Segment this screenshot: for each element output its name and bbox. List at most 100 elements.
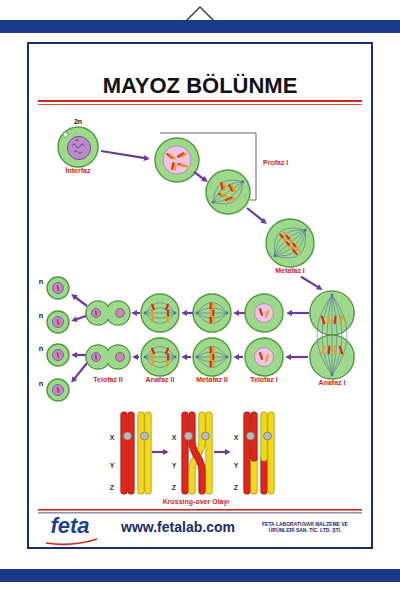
label-holder: X — [172, 434, 177, 442]
cell-part — [87, 346, 109, 368]
chromosome — [260, 353, 262, 359]
label-holder: Y — [172, 462, 177, 470]
chromosome — [151, 355, 153, 360]
stage-arrow — [214, 451, 226, 453]
cell-part — [193, 338, 231, 376]
cell-part — [92, 309, 101, 318]
chromosome — [340, 317, 342, 324]
bottom-bar — [0, 569, 400, 582]
chromatid — [206, 415, 212, 491]
spindle-fiber — [332, 295, 347, 375]
cell-part — [53, 385, 64, 396]
spindle-fiber — [197, 357, 227, 362]
label-holder: feta — [50, 513, 89, 539]
stage-arrow — [290, 356, 308, 358]
chromatid-edge — [243, 415, 250, 491]
cell-part — [174, 356, 177, 359]
cell-part — [107, 346, 129, 368]
cell-part — [245, 338, 283, 376]
stage-label: İnterfaz — [66, 167, 91, 176]
spindle-fiber — [197, 357, 227, 358]
cell-drawing — [141, 294, 179, 332]
chromatid-edge — [267, 415, 274, 491]
chromosome — [152, 349, 154, 354]
chromatin — [72, 144, 84, 148]
centromere — [185, 432, 193, 440]
logo-swoosh — [46, 539, 97, 544]
label-holder: X — [234, 434, 239, 442]
chromosome — [266, 311, 268, 317]
spindle-fiber — [275, 230, 306, 256]
spindle-fiber — [275, 230, 306, 256]
spindle-fiber — [197, 313, 227, 314]
stage-arrow — [238, 312, 245, 314]
spindle-fiber — [213, 180, 242, 202]
cell-part — [47, 277, 69, 299]
cell-part — [193, 294, 231, 332]
chromosome — [212, 311, 214, 316]
chromosome — [210, 355, 212, 360]
chromosome — [221, 194, 227, 196]
chromatin — [74, 151, 82, 154]
label-holder: www.fetalab.com — [121, 519, 235, 536]
label-holder: Y — [234, 462, 239, 470]
cell-part — [116, 309, 125, 318]
spindle-fiber — [332, 295, 342, 375]
chromosome — [322, 347, 324, 354]
cell-part — [245, 294, 283, 332]
stage-label: Metafaz II — [196, 376, 228, 385]
stage-label: Telofaz I — [250, 376, 277, 385]
title-rule — [38, 100, 362, 102]
chromosome — [266, 355, 268, 361]
locus-letter: Y — [234, 462, 239, 470]
cell-drawing — [86, 301, 130, 325]
label-holder: Y — [110, 462, 115, 470]
label-holder: n — [39, 277, 44, 286]
cell-part — [266, 219, 314, 267]
chromatid — [138, 415, 144, 491]
cell-part — [255, 304, 274, 323]
spindle-fiber — [332, 295, 337, 375]
stage-arrow — [76, 354, 86, 356]
chromatin — [75, 140, 79, 142]
centromere — [202, 432, 210, 440]
chromatid — [121, 415, 127, 491]
chromatid — [182, 415, 188, 491]
cell-part — [255, 348, 274, 367]
chromosome — [334, 317, 337, 324]
ploidy-label: n — [39, 379, 44, 388]
cell-stage: Metafaz I — [265, 219, 315, 276]
cell-part — [141, 294, 179, 332]
spindle-fiber — [145, 347, 175, 357]
chromosome — [119, 311, 121, 315]
spindle-fiber — [197, 308, 227, 313]
cell-part — [106, 345, 130, 369]
locus-letter: Y — [172, 462, 177, 470]
locus-letter: Z — [110, 484, 114, 492]
label-holder: Krossing-over Olayı — [163, 498, 230, 506]
chromatid — [128, 415, 134, 491]
chromosome — [210, 318, 212, 323]
cell-part — [47, 379, 69, 401]
cell-part — [107, 302, 129, 324]
spindle-fiber — [145, 352, 175, 357]
centromere — [124, 432, 132, 440]
spindle-fiber — [197, 347, 227, 357]
chromosome — [212, 362, 214, 367]
stage-arrow — [101, 151, 145, 158]
spindle-fiber — [275, 230, 306, 256]
spindle-fiber — [317, 295, 332, 375]
cell-part — [226, 312, 229, 315]
crossing-over-drawing — [124, 415, 272, 491]
footer-rule — [38, 509, 362, 511]
label-holder: n — [39, 379, 44, 388]
chromosome — [296, 247, 299, 251]
cell-part — [304, 229, 307, 232]
cell-drawing — [47, 379, 69, 401]
spindle-fiber — [197, 313, 227, 318]
cell-part — [47, 311, 69, 333]
chromosome — [328, 317, 331, 324]
company-name: FETA LABORATUVAR MALZEME VE ÜRÜNLERİ SAN… — [249, 521, 361, 533]
stage-arrow — [238, 356, 243, 358]
cell-part — [144, 356, 147, 359]
